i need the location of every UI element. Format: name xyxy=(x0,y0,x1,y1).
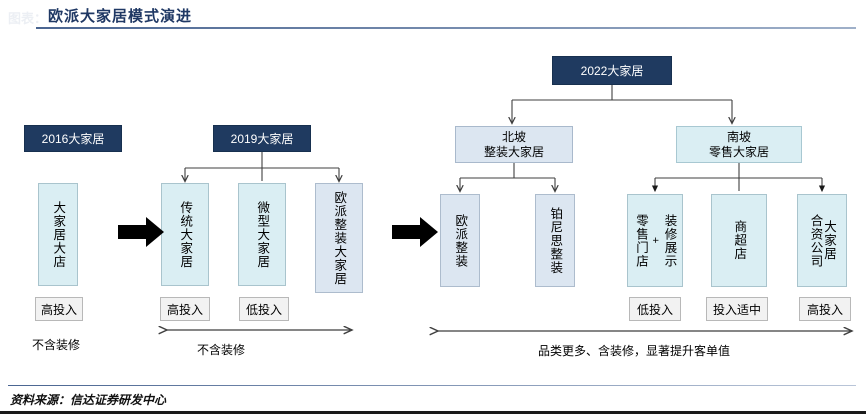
footer-divider xyxy=(8,385,856,386)
connectors-nanpo xyxy=(651,163,826,193)
node-label: 合资公司 xyxy=(808,213,823,268)
node-label: 微型大家居 xyxy=(255,200,270,269)
branch-title: 北坡 xyxy=(501,129,526,144)
node-label-secondary: 大家居 xyxy=(822,220,836,261)
node-chuantong[interactable]: 传统大家居 xyxy=(161,183,209,286)
footer-bottom-bar xyxy=(0,411,866,414)
node-oupai-zhengzhuang[interactable]: 欧派整装大家居 xyxy=(315,183,363,293)
node-label: 传统大家居 xyxy=(178,200,193,269)
node-label: 欧派整装大家居 xyxy=(332,190,347,286)
caption-2022: 品类更多、含装修，显著提升客单值 xyxy=(538,344,731,358)
tag-2022-high[interactable]: 高投入 xyxy=(799,297,851,321)
branch-subtitle: 零售大家居 xyxy=(708,144,769,159)
node-label: 大家居大店 xyxy=(51,200,66,269)
source-note: 资料来源：信达证券研发中心 xyxy=(10,393,167,407)
node-label-secondary: 装修展示 xyxy=(662,213,677,268)
node-label: 铂尼思整装 xyxy=(548,206,563,275)
header-divider xyxy=(36,27,856,29)
stage-header-2022[interactable]: 2022大家居 xyxy=(552,56,672,85)
page-title: 欧派大家居模式演进 xyxy=(48,9,193,25)
node-label: 商超店 xyxy=(732,220,747,261)
node-oupai-zz[interactable]: 欧派整装 xyxy=(440,194,480,287)
branch-subtitle: 整装大家居 xyxy=(483,144,544,159)
connectors-2019 xyxy=(185,152,339,181)
connectors-beipo xyxy=(460,163,555,191)
branch-title: 南坡 xyxy=(726,129,751,144)
stage-header-2019[interactable]: 2019大家居 xyxy=(213,125,311,152)
node-label: 欧派整装 xyxy=(453,213,468,268)
node-hezi-gongsi[interactable]: 大家居 合资公司 xyxy=(797,194,847,287)
tag-2019-low[interactable]: 低投入 xyxy=(239,297,289,321)
tag-2016-high[interactable]: 高投入 xyxy=(35,297,83,321)
node-bonisi-zz[interactable]: 铂尼思整装 xyxy=(535,194,575,287)
plus-sign: + xyxy=(649,237,661,244)
tag-2019-high[interactable]: 高投入 xyxy=(160,297,210,321)
page-header: 图表： 欧派大家居模式演进 xyxy=(0,0,866,30)
tag-2022-low[interactable]: 低投入 xyxy=(629,297,681,321)
tag-2022-mid[interactable]: 投入适中 xyxy=(706,297,768,321)
caption-2019: 不含装修 xyxy=(197,343,246,357)
connectors-2022-top xyxy=(512,85,732,123)
header-ghost-label: 图表： xyxy=(8,11,48,26)
stage-transition-arrow-1 xyxy=(118,217,164,247)
node-shangchao[interactable]: 商超店 xyxy=(711,194,767,287)
stage-header-2016[interactable]: 2016大家居 xyxy=(24,125,122,152)
branch-beipo[interactable]: 北坡 整装大家居 xyxy=(455,126,573,163)
node-label: 零售门店 xyxy=(634,213,648,268)
node-weixing[interactable]: 微型大家居 xyxy=(238,183,286,286)
branch-nanpo[interactable]: 南坡 零售大家居 xyxy=(676,126,802,163)
node-dajiaju-dadian[interactable]: 大家居大店 xyxy=(38,183,78,286)
stage-transition-arrow-2 xyxy=(392,217,438,247)
caption-2016: 不含装修 xyxy=(32,338,81,352)
node-lingshou-zhuangxiu[interactable]: 装修展示 + 零售门店 xyxy=(627,194,683,287)
